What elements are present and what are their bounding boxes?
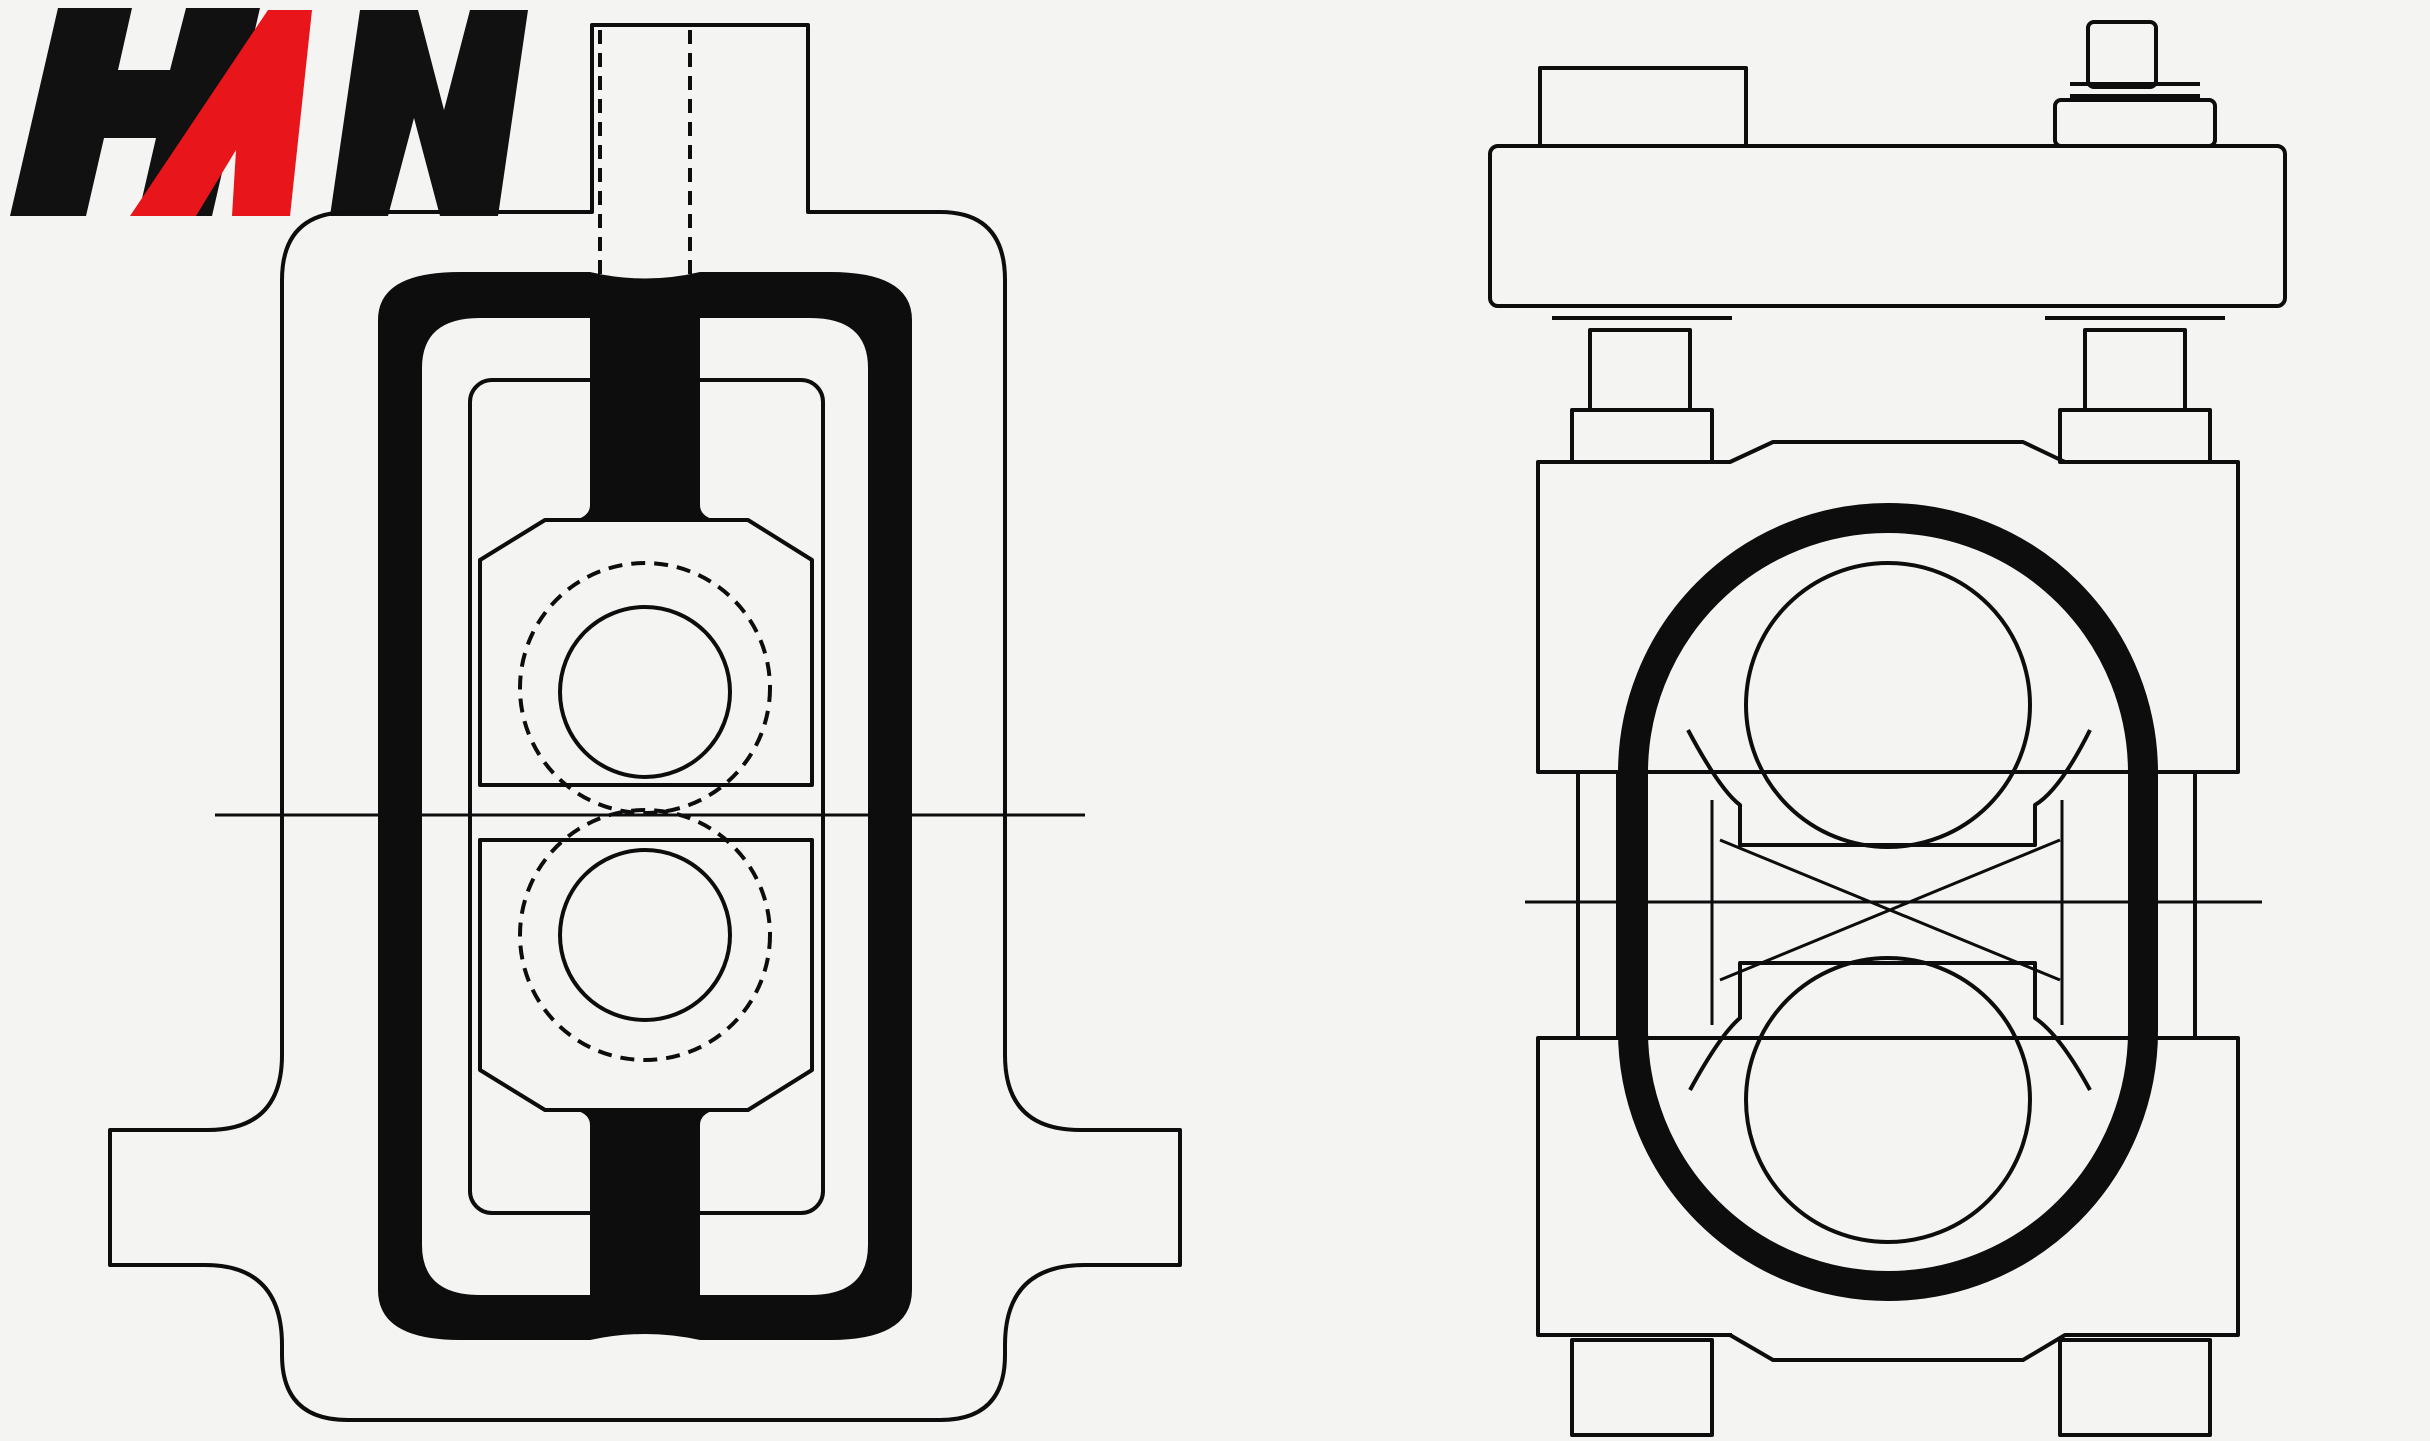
upper-chock <box>478 518 814 787</box>
upper-work-roll <box>1744 561 2032 849</box>
right-side-view <box>1488 20 2287 1437</box>
top-beam <box>1488 144 2287 308</box>
upper-saddle <box>1686 729 2092 847</box>
han-logo <box>10 8 528 216</box>
lower-saddle <box>1688 961 2092 1091</box>
upper-block <box>1536 440 2240 774</box>
upper-left-post <box>1588 328 1692 412</box>
top-bolt-cap <box>2086 20 2158 89</box>
lower-chock <box>478 838 814 1112</box>
side-post-left <box>1576 770 1620 1040</box>
housing-outline <box>108 23 1182 1422</box>
top-left-block <box>1538 66 1748 148</box>
side-post-right <box>2153 770 2197 1040</box>
upper-roll <box>558 605 732 779</box>
lower-left-foot <box>1570 1338 1714 1437</box>
lower-bearing <box>518 808 772 1062</box>
left-front-view <box>108 23 1182 1422</box>
saddle-diag-2 <box>1719 838 2061 982</box>
lower-right-foot <box>2058 1338 2212 1437</box>
upper-left-nut <box>1570 408 1714 464</box>
lower-work-roll <box>1744 956 2032 1244</box>
upper-right-post <box>2083 328 2187 412</box>
top-bolt-base <box>2053 98 2217 148</box>
upper-screw <box>575 318 715 520</box>
upper-right-nut <box>2058 408 2212 464</box>
upper-bearing <box>518 561 772 815</box>
lower-screw <box>575 1110 715 1295</box>
lower-roll <box>558 848 732 1022</box>
